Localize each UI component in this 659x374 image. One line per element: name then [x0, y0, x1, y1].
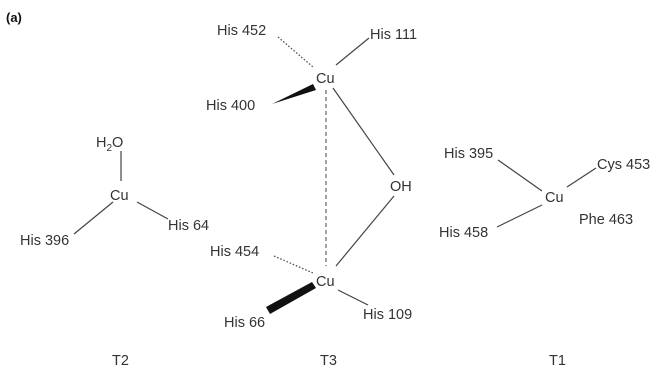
t2-his396-bond [73, 201, 114, 235]
t1-his395-bond [497, 159, 543, 192]
t3-copper-bottom-label: Cu [316, 274, 335, 290]
t3-his454-hashed-bond [273, 255, 314, 274]
t2-copper-label: Cu [110, 188, 129, 204]
t3-top-oh-bond [332, 87, 395, 176]
t2-his396-label: His 396 [20, 233, 69, 249]
t1-his395-label: His 395 [444, 146, 493, 162]
t3-his400-label: His 400 [206, 98, 255, 114]
t2-his64-bond [136, 201, 169, 220]
t2-water-label: H2O [96, 135, 123, 154]
t1-cys453-label: Cys 453 [597, 157, 650, 173]
t3-his400-wedge-bond [272, 84, 316, 104]
t3-his66-label: His 66 [224, 315, 265, 331]
t1-phe463-label: Phe 463 [579, 212, 633, 228]
t2-section-label: T2 [112, 353, 129, 369]
t3-his109-label: His 109 [363, 307, 412, 323]
t3-his452-hashed-bond [277, 36, 314, 68]
t1-cys453-bond [566, 167, 597, 188]
panel-label: (a) [6, 10, 22, 25]
t3-his454-label: His 454 [210, 244, 259, 260]
t1-site: His 395 Cys 453 Cu His 458 Phe 463 T1 [439, 146, 650, 369]
t1-section-label: T1 [549, 353, 566, 369]
t3-his111-label: His 111 [370, 27, 417, 43]
t1-his458-label: His 458 [439, 225, 488, 241]
t1-his458-bond [496, 204, 543, 228]
t3-section-label: T3 [320, 353, 337, 369]
t3-bottom-oh-bond [335, 195, 395, 267]
t3-his452-label: His 452 [217, 23, 266, 39]
t3-his66-wedge-bond [266, 282, 316, 314]
t3-copper-top-label: Cu [316, 71, 335, 87]
t2-his64-label: His 64 [168, 218, 209, 234]
t3-site: His 452 His 111 Cu His 400 OH His 454 Cu… [206, 23, 417, 369]
t3-his109-bond [337, 289, 369, 306]
t2-site: H2O Cu His 396 His 64 T2 [20, 135, 209, 369]
t3-hydroxide-label: OH [390, 179, 412, 195]
t1-copper-label: Cu [545, 190, 564, 206]
t3-his111-bond [335, 37, 370, 66]
